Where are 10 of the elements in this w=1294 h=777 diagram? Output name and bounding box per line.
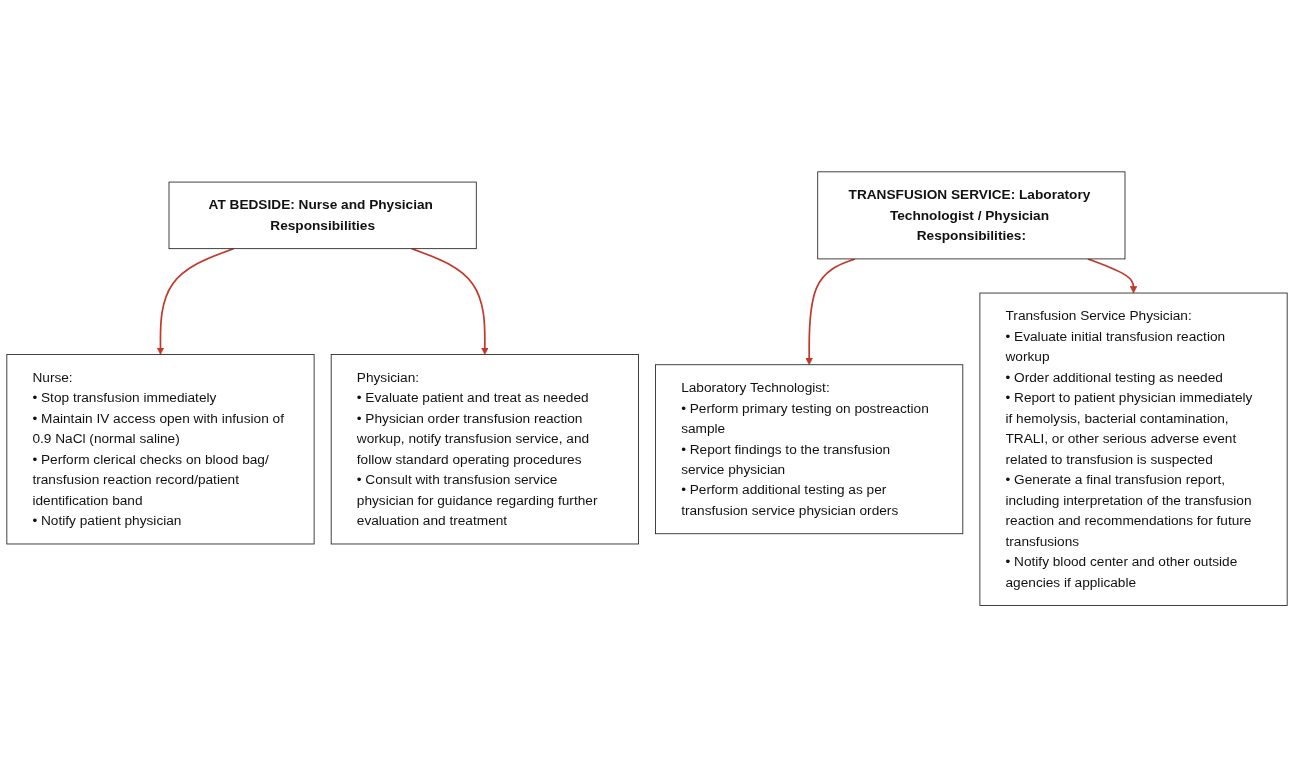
arrow: [805, 257, 856, 365]
node-box: Physician: • Evaluate patient and treat as needed • Physician order transfusion reaction workup, notify transfusion service, and follow standard operating procedures • Consult with transfusion service physician for guidance regarding further evaluation and treatment: [330, 353, 639, 545]
arrow: [1087, 257, 1138, 294]
node-box: TRANSFUSION SERVICE: Laboratory Technologist / Physician Responsibilities:: [817, 171, 1126, 260]
node-box: Laboratory Technologist: • Perform primary testing on postreaction sample • Report findings to the transfusion service physician • Perform additional testing as per transfusion service physician orders: [655, 364, 964, 535]
node-box: Nurse: • Stop transfusion immediately • Maintain IV access open with infusion of 0.9 NaCl (normal saline) • Perform clerical checks on blood bag/ transfusion reaction record/patient identification band • Notify patient physician: [6, 353, 315, 545]
arrow: [156, 247, 235, 355]
node-box: AT BEDSIDE: Nurse and Physician Responsibilities: [168, 181, 477, 249]
node-box: Transfusion Service Physician: • Evaluate initial transfusion reaction workup • Order additional testing as needed • Report to patient physician immediately if hemolysis, bacterial contamination, TRALI, or other serious adverse event related to transfusion is suspected • Generate a final transfusion report, including interpretation of the transfusion reaction and recommendations for future transfusions • Notify blood center and other outside agencies if applicable: [979, 292, 1288, 606]
arrow: [410, 247, 489, 355]
